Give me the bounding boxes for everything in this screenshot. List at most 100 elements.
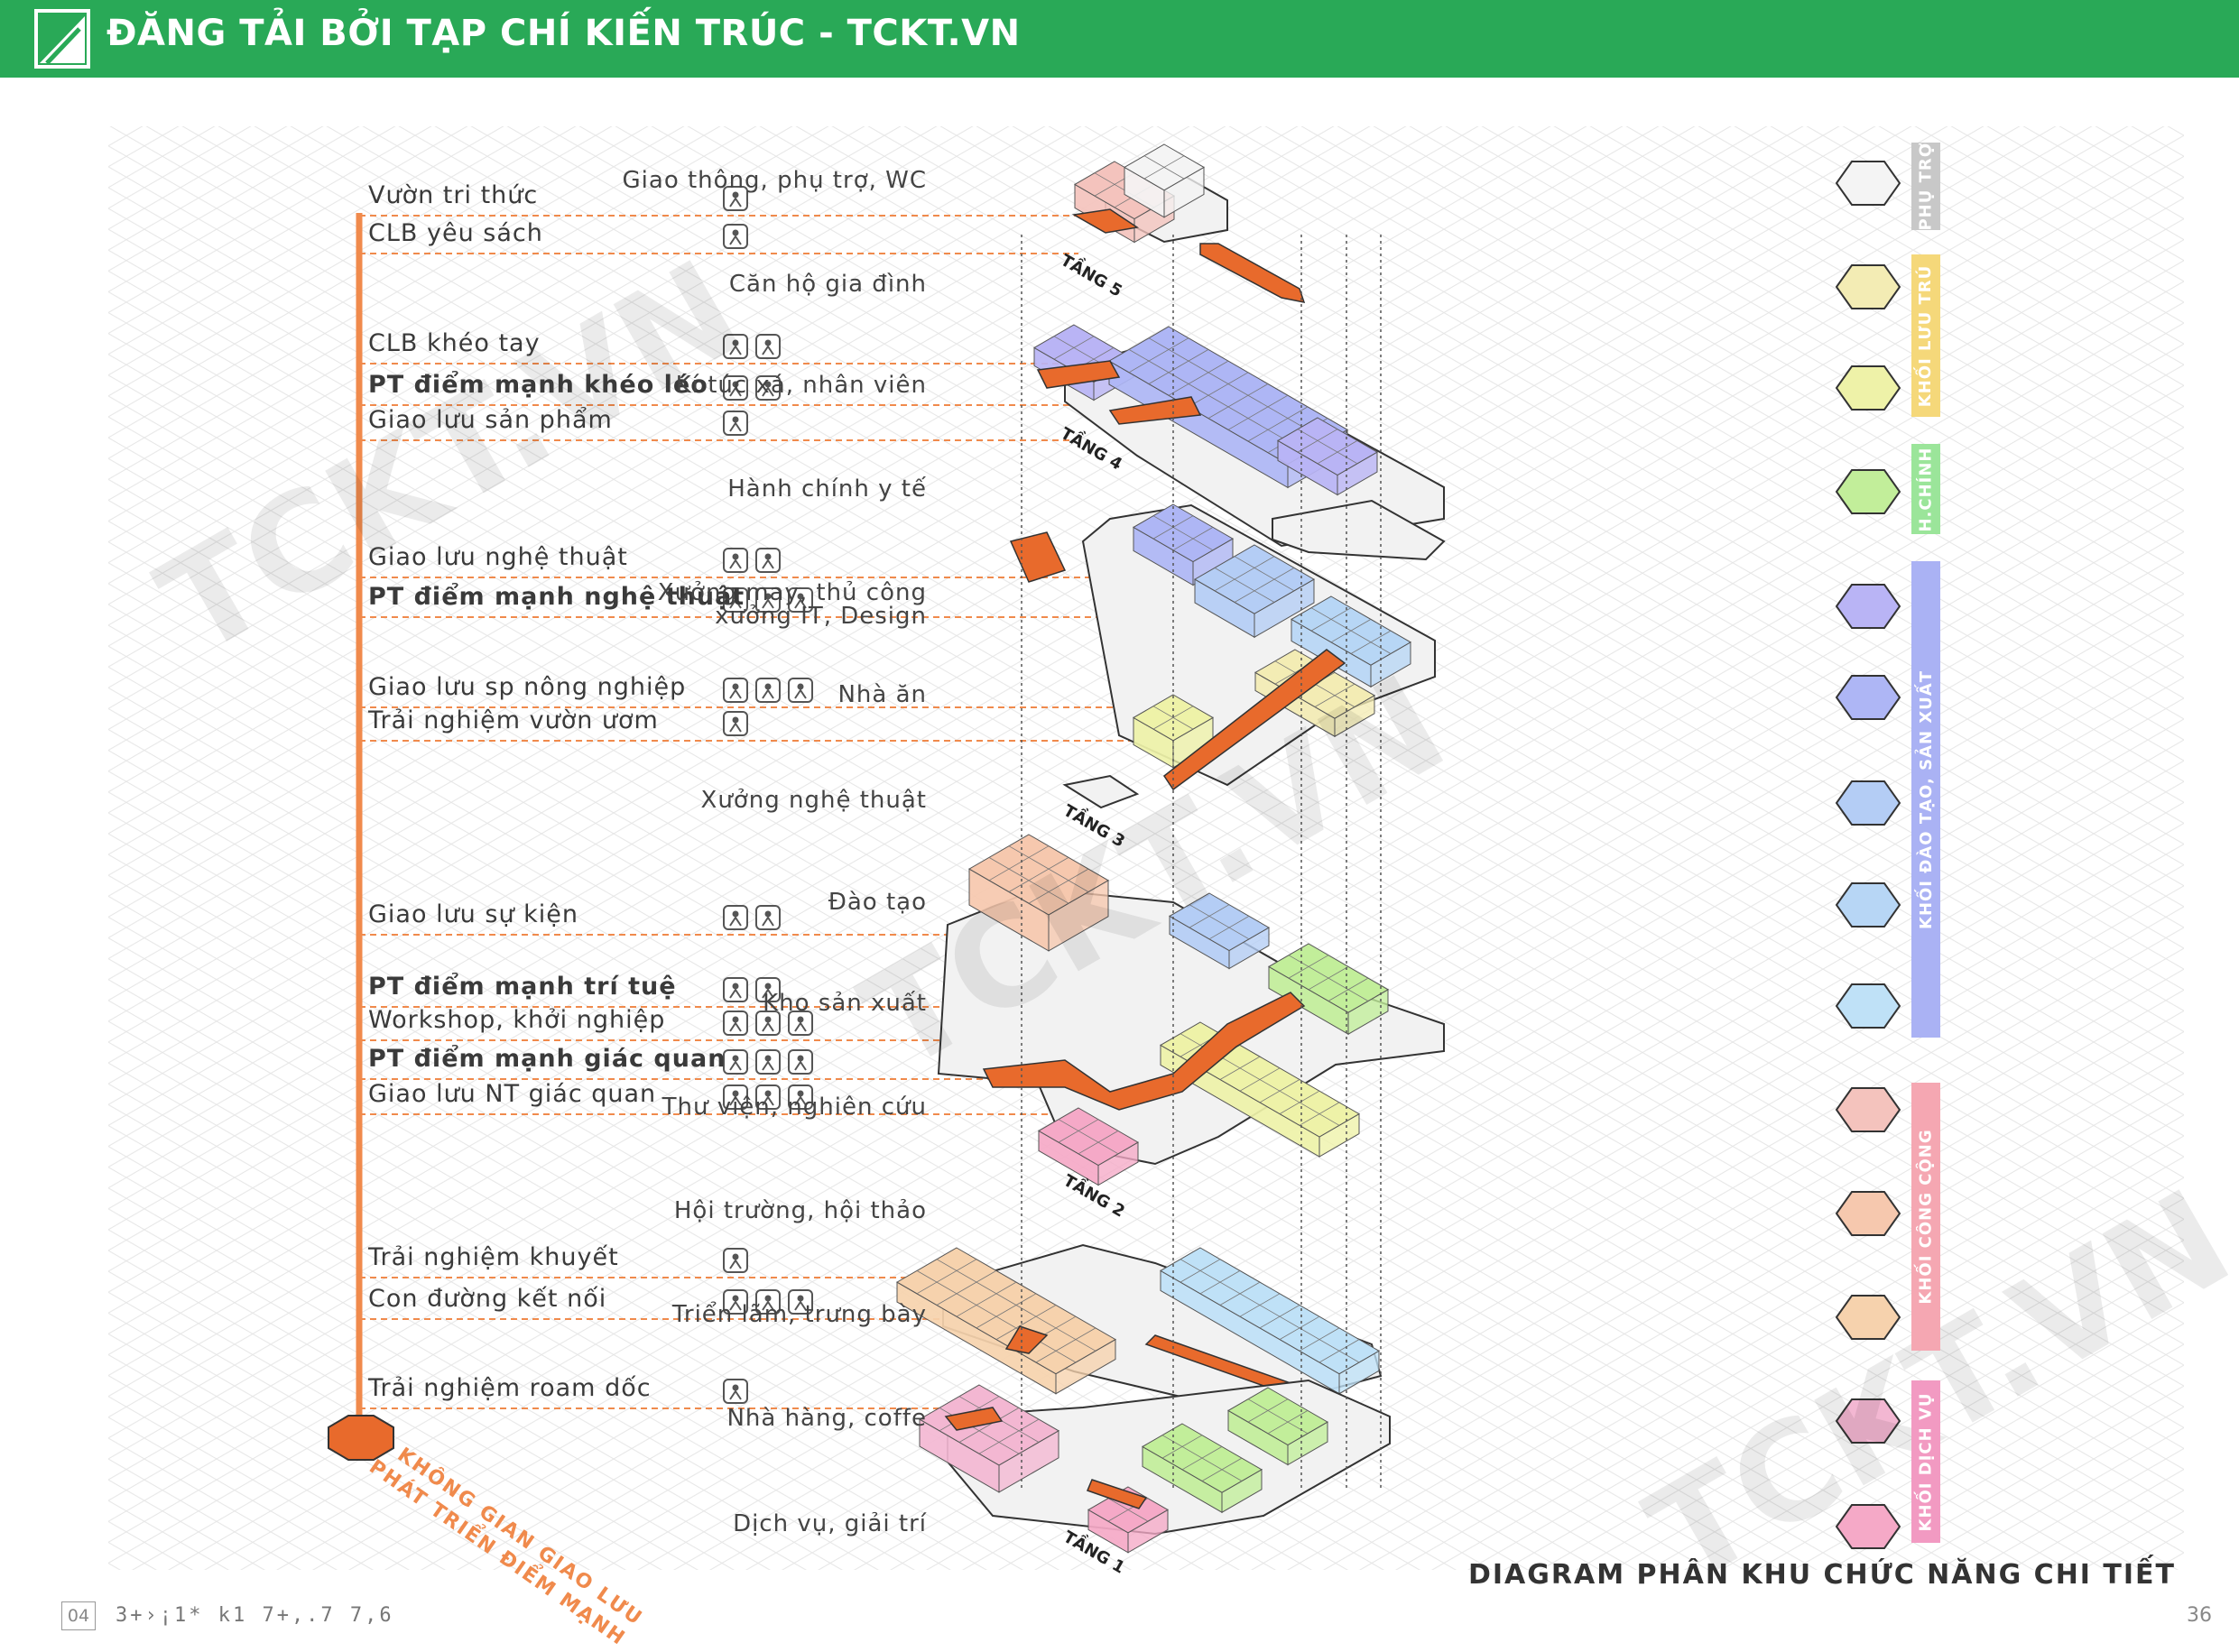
legend-label: Hành chính y tế bbox=[727, 475, 927, 503]
group-label: KHỐI DỊCH VỤ bbox=[1913, 1380, 1938, 1543]
room-block bbox=[1276, 417, 1379, 496]
space-label: PT điểm mạnh nghệ thuật bbox=[368, 583, 745, 611]
space-label: Giao lưu nghệ thuật bbox=[368, 543, 628, 571]
group-label: PHỤ TRỢ bbox=[1913, 142, 1938, 231]
activity-pictogram-icon bbox=[755, 977, 781, 1002]
activity-pictogram-icon bbox=[723, 1248, 748, 1273]
room-block bbox=[1226, 1387, 1329, 1466]
room-block bbox=[1168, 892, 1271, 970]
activity-pictogram-icon bbox=[723, 411, 748, 436]
hub-node bbox=[328, 1415, 394, 1461]
legend-label: Giao thông, phụ trợ, WC bbox=[622, 167, 927, 194]
circulation-path bbox=[1071, 208, 1306, 303]
floor-massing bbox=[895, 143, 1446, 1554]
group-bar bbox=[1911, 444, 1940, 534]
space-label: PT điểm mạnh giác quan bbox=[368, 1045, 726, 1073]
legend-label: Kí túc xá, nhân viên bbox=[675, 372, 927, 399]
legend-label: Thư viện, nghiên cứu bbox=[662, 1094, 927, 1121]
room-block bbox=[1123, 143, 1206, 218]
legend-label: Dịch vụ, giải trí bbox=[733, 1510, 927, 1537]
room-block bbox=[1037, 1107, 1140, 1186]
group-label-text: H.CHÍNH bbox=[1916, 446, 1936, 532]
group-label: KHỐI LƯU TRÚ bbox=[1913, 254, 1938, 417]
activity-pictogram-icon bbox=[723, 375, 748, 401]
space-label: Giao lưu sự kiện bbox=[368, 900, 579, 928]
legend-label: Hội trường, hội thảo bbox=[673, 1197, 927, 1224]
legend-swatch bbox=[1835, 1191, 1901, 1236]
activity-pictogram-icon bbox=[788, 1011, 813, 1036]
group-label-text: KHỐI DỊCH VỤ bbox=[1916, 1391, 1936, 1532]
legend-label: Căn hộ gia đình bbox=[728, 271, 927, 298]
banner-title: ĐĂNG TẢI BỞI TẠP CHÍ KIẾN TRÚC - TCKT.VN bbox=[106, 13, 1021, 54]
activity-pictogram-icon bbox=[788, 678, 813, 703]
room-block bbox=[967, 834, 1110, 952]
page-number: 36 bbox=[2187, 1604, 2212, 1627]
activity-pictogram-icon bbox=[755, 1084, 781, 1110]
legend-swatch bbox=[1835, 584, 1901, 629]
legend-label: Nhà hàng, coffe bbox=[726, 1405, 927, 1432]
group-label-text: KHỐI ĐÀO TẠO, SẢN XUẤT bbox=[1916, 669, 1936, 929]
activity-pictogram-icon bbox=[755, 587, 781, 613]
space-label: Vườn tri thức bbox=[368, 181, 539, 209]
group-bar bbox=[1911, 143, 1940, 230]
legend-swatch bbox=[1835, 161, 1901, 206]
activity-pictogram-icon bbox=[723, 1084, 748, 1110]
activity-pictogram-icon bbox=[723, 224, 748, 249]
legend-swatch bbox=[1835, 1504, 1901, 1549]
legend-swatch bbox=[1835, 675, 1901, 720]
activity-pictogram-icon bbox=[755, 678, 781, 703]
group-label-text: KHỐI CÔNG CỘNG bbox=[1916, 1129, 1936, 1305]
tckt-logo-icon bbox=[34, 9, 90, 69]
activity-pictogram-icon bbox=[788, 1289, 813, 1315]
group-bar bbox=[1911, 561, 1940, 1038]
space-label: PT điểm mạnh trí tuệ bbox=[368, 973, 677, 1001]
space-label: Trải nghiệm roam dốc bbox=[368, 1374, 652, 1402]
room-block bbox=[895, 1247, 1117, 1395]
activity-pictogram-icon bbox=[755, 548, 781, 573]
legend-swatch bbox=[1835, 264, 1901, 309]
circulation-path bbox=[982, 992, 1306, 1111]
group-label: H.CHÍNH bbox=[1913, 444, 1938, 534]
circulation-path bbox=[1162, 649, 1346, 791]
activity-icons bbox=[723, 186, 813, 1404]
slab-level-3-entry bbox=[1062, 774, 1140, 809]
room-block bbox=[1141, 1423, 1263, 1514]
space-label: Giao lưu NT giác quan bbox=[368, 1080, 657, 1108]
group-label-text: KHỐI LƯU TRÚ bbox=[1916, 264, 1936, 407]
space-label: CLB khéo tay bbox=[368, 329, 541, 357]
activity-pictogram-icon bbox=[788, 587, 813, 613]
activity-pictogram-icon bbox=[723, 1011, 748, 1036]
activity-pictogram-icon bbox=[755, 375, 781, 401]
legend-label: Đào tạo bbox=[828, 889, 927, 916]
activity-pictogram-icon bbox=[723, 1289, 748, 1315]
space-label: Giao lưu sản phẩm bbox=[368, 406, 613, 434]
group-label-text: PHỤ TRỢ bbox=[1916, 142, 1936, 231]
activity-pictogram-icon bbox=[788, 1049, 813, 1075]
activity-pictogram-icon bbox=[723, 1379, 748, 1404]
legend-swatch bbox=[1835, 469, 1901, 514]
activity-pictogram-icon bbox=[723, 977, 748, 1002]
space-label: PT điểm mạnh khéo léo bbox=[368, 371, 708, 399]
activity-pictogram-icon bbox=[723, 905, 748, 930]
space-label: Trải nghiệm khuyết bbox=[368, 1243, 619, 1271]
group-bar bbox=[1911, 254, 1940, 417]
legend-swatch bbox=[1835, 1295, 1901, 1340]
slab-level-4-wing bbox=[1272, 499, 1446, 561]
legend-swatches bbox=[1835, 161, 1901, 1549]
activity-pictogram-icon bbox=[723, 1049, 748, 1075]
circulation-path bbox=[1009, 531, 1067, 583]
header-banner: ĐĂNG TẢI BỞI TẠP CHÍ KIẾN TRÚC - TCKT.VN bbox=[0, 0, 2239, 78]
room-block bbox=[1193, 544, 1316, 639]
footer-code: 3+›¡1* k1 7+,.7 7,6 bbox=[116, 1604, 394, 1627]
legend-label: Triển lãm, trưng bày bbox=[671, 1301, 927, 1328]
legend-swatch bbox=[1835, 365, 1901, 411]
space-label: Giao lưu sp nông nghiệp bbox=[368, 673, 687, 701]
legend-swatch bbox=[1835, 1398, 1901, 1444]
activity-pictogram-icon bbox=[755, 905, 781, 930]
room-block bbox=[1267, 943, 1390, 1036]
legend-swatch bbox=[1835, 882, 1901, 928]
activity-pictogram-icon bbox=[755, 1289, 781, 1315]
group-label: KHỐI CÔNG CỘNG bbox=[1913, 1083, 1938, 1351]
